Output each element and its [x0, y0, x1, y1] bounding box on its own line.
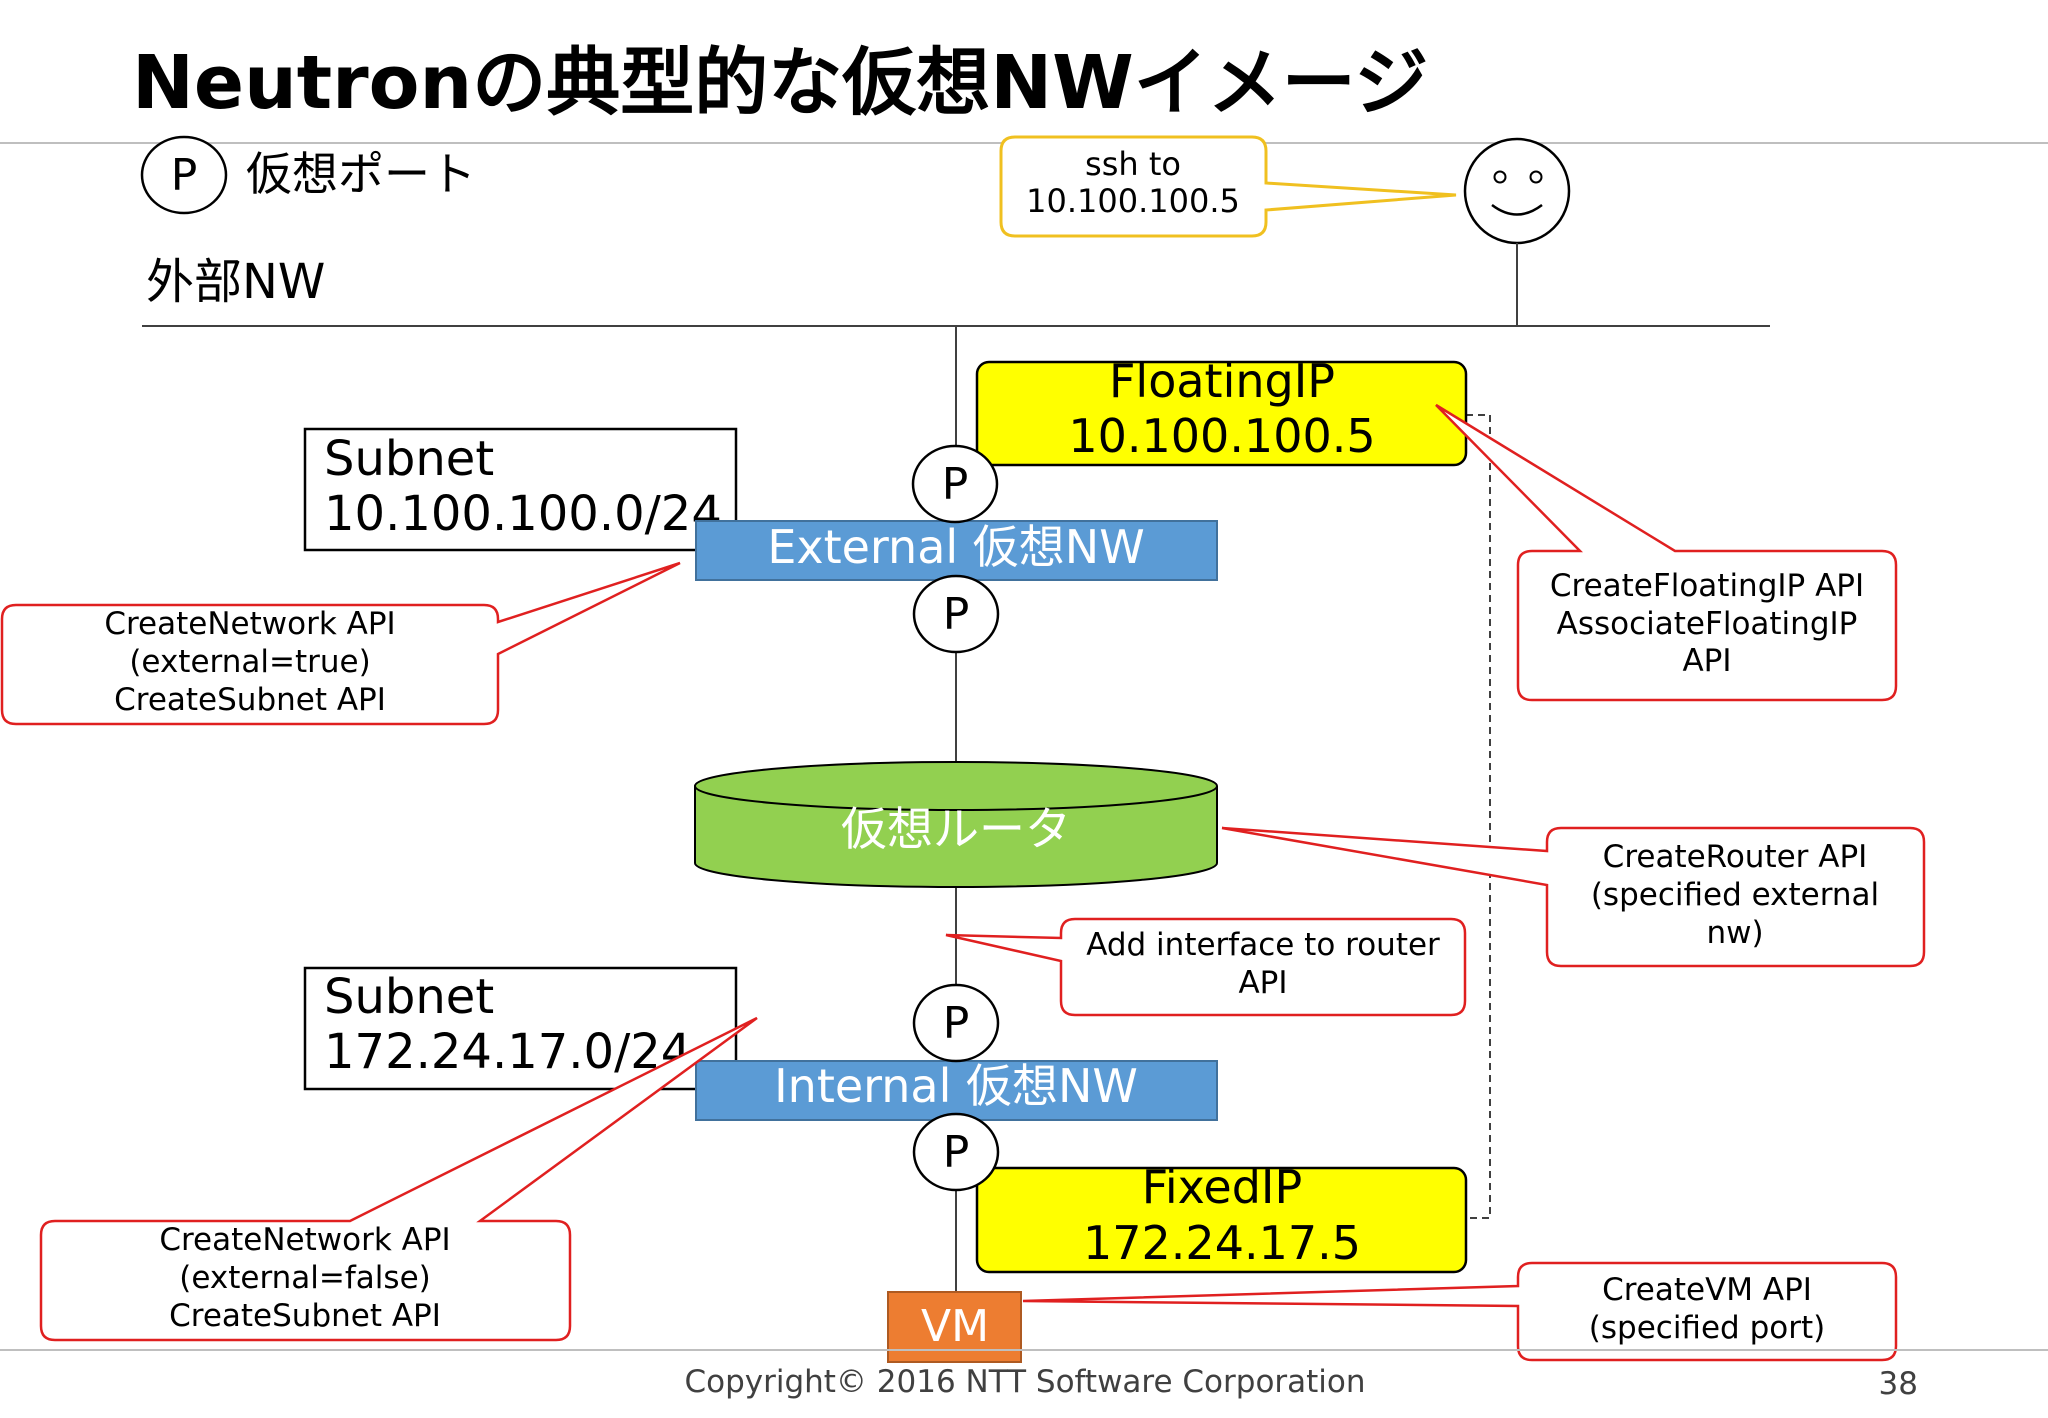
callout-create-router-api-line-1: CreateRouter API — [1603, 839, 1868, 875]
internal-network-bar-label: Internal 仮想NW — [774, 1059, 1138, 1113]
callout-add-interface-api-line-2: API — [1238, 965, 1287, 1001]
port-external-router — [912, 574, 1000, 654]
ssh-callout-line-1: ssh to — [1085, 145, 1181, 183]
callout-create-vm-api-line-2: (specified port) — [1589, 1310, 1825, 1346]
external-network-label: 外部NW — [146, 254, 325, 310]
ssh-callout-box — [999, 135, 1457, 238]
user-smiley-icon — [1463, 137, 1571, 245]
port-internal-vm-label: P — [943, 1127, 970, 1178]
vm-label: VM — [921, 1301, 989, 1352]
callout-floating-ip-api-line-3: API — [1682, 643, 1731, 679]
callout-add-interface-api: Add interface to router API — [945, 917, 1467, 1017]
floating-fixed-association-bracket — [1466, 414, 1491, 1219]
legend-port-label: 仮想ポート — [246, 147, 476, 201]
callout-floating-ip-api: CreateFloatingIP API AssociateFloatingIP… — [1435, 403, 1898, 702]
legend-port-circle — [140, 135, 228, 215]
callout-create-network-external-line-2: (external=true) — [129, 644, 370, 680]
floating-ip-line-2: 10.100.100.5 — [1068, 409, 1375, 463]
slide-title: Neutronの典型的な仮想NWイメージ — [132, 40, 1428, 126]
callout-create-network-internal-line-2: (external=false) — [179, 1260, 430, 1296]
external-network-bar-label: External 仮想NW — [767, 520, 1144, 574]
callout-add-interface-api-line-1: Add interface to router — [1086, 927, 1440, 963]
callout-create-router-api: CreateRouter API (specified external nw) — [1221, 826, 1926, 968]
legend-port-symbol: P — [171, 150, 198, 201]
port-external-top — [911, 444, 999, 524]
subnet-external-box — [303, 427, 738, 552]
callout-create-network-internal-line-3: CreateSubnet API — [169, 1298, 441, 1334]
port-internal-router-label: P — [943, 998, 970, 1049]
callout-create-router-api-line-2: (specified external — [1591, 877, 1879, 913]
fixed-ip-line-2: 172.24.17.5 — [1083, 1216, 1361, 1270]
callout-create-network-internal: CreateNetwork API (external=false) Creat… — [39, 1016, 758, 1342]
callout-floating-ip-api-line-2: AssociateFloatingIP — [1557, 606, 1858, 642]
callout-floating-ip-api-line-1: CreateFloatingIP API — [1550, 568, 1864, 604]
port-internal-router — [912, 983, 1000, 1063]
port-external-router-label: P — [943, 589, 970, 640]
callout-create-vm-api-line-1: CreateVM API — [1602, 1272, 1812, 1308]
virtual-router-icon — [694, 761, 1218, 888]
subnet-external-line-1: Subnet — [324, 431, 494, 487]
port-internal-vm — [912, 1112, 1000, 1192]
ssh-callout-line-2: 10.100.100.5 — [1026, 182, 1240, 220]
subnet-external-line-2: 10.100.100.0/24 — [324, 486, 722, 542]
subnet-internal-line-2: 172.24.17.0/24 — [324, 1024, 691, 1080]
floating-ip-line-1: FloatingIP — [1109, 354, 1335, 408]
subnet-internal-line-1: Subnet — [324, 969, 494, 1025]
virtual-router-label: 仮想ルータ — [841, 802, 1071, 856]
fixed-ip-line-1: FixedIP — [1142, 1160, 1303, 1214]
fixed-ip-box — [975, 1166, 1468, 1274]
callout-create-network-external-line-3: CreateSubnet API — [114, 682, 386, 718]
port-external-top-label: P — [942, 459, 969, 510]
callout-create-vm-api: CreateVM API (specified port) — [1022, 1261, 1898, 1362]
callout-create-network-external: CreateNetwork API (external=true) Create… — [0, 561, 681, 726]
callout-create-router-api-line-3: nw) — [1706, 915, 1763, 951]
floating-ip-box — [975, 360, 1468, 467]
footer-copyright: Copyright© 2016 NTT Software Corporation — [684, 1364, 1365, 1400]
page-number: 38 — [1879, 1366, 1918, 1402]
callout-create-network-internal-line-1: CreateNetwork API — [159, 1222, 450, 1258]
callout-create-network-external-line-1: CreateNetwork API — [104, 606, 395, 642]
